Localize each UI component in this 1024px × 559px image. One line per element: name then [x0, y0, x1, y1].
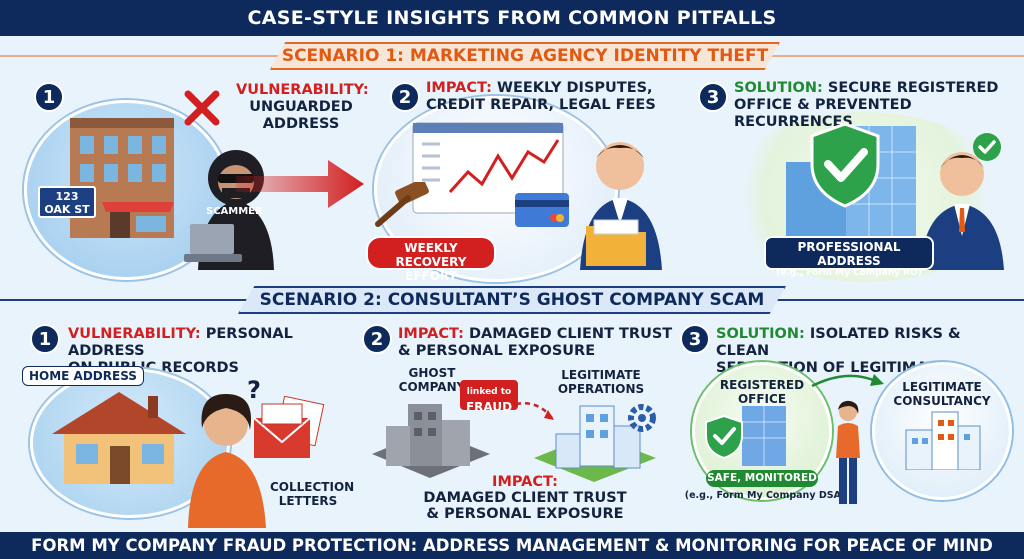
step-number: 2 [362, 324, 392, 354]
step-number: 2 [390, 82, 420, 112]
check-circle-icon [973, 133, 1001, 161]
gavel-icon [375, 182, 429, 227]
credit-card-icon [515, 193, 569, 227]
shield-check-icon [810, 122, 880, 208]
question-icon: ? [247, 376, 261, 404]
gear-icon [628, 404, 656, 432]
safe-monitored-badge: SAFE, MONITORED [706, 470, 818, 487]
envelope-icon [253, 396, 325, 458]
svg-text:?: ? [247, 376, 261, 404]
arrow-icon [515, 402, 554, 420]
arrow-icon [811, 374, 884, 388]
impact-text: IMPACT: WEEKLY DISPUTES,CREDIT REPAIR, L… [426, 80, 656, 113]
building-icon [905, 411, 981, 470]
page-title: CASE-STYLE INSIGHTS FROM COMMON PITFALLS [0, 0, 1024, 36]
step-number: 1 [30, 324, 60, 354]
arrow-icon [236, 160, 364, 208]
step-number: 3 [698, 82, 728, 112]
laptop-icon [184, 224, 242, 262]
businessman-icon [920, 152, 1004, 270]
woman-icon [188, 394, 266, 528]
building-icon [742, 406, 786, 466]
step-number: 3 [680, 324, 710, 354]
building-icon [70, 118, 174, 238]
scenario2-heading: SCENARIO 2: CONSULTANT’S GHOST COMPANY S… [238, 286, 786, 314]
home-address-label: HOME ADDRESS [22, 366, 144, 386]
dsa-note: (e.g., Form My Company DSA) [684, 490, 846, 501]
x-mark-icon [184, 90, 220, 126]
shield-check-icon [705, 414, 743, 460]
impact-text: IMPACT: DAMAGED CLIENT TRUST& PERSONAL E… [398, 326, 673, 359]
building-icon [372, 404, 490, 478]
folder-icon [586, 219, 646, 266]
footer-banner: FORM MY COMPANY FRAUD PROTECTION: ADDRES… [0, 532, 1024, 559]
impact-caption: IMPACT:DAMAGED CLIENT TRUST& PERSONAL EX… [423, 474, 627, 522]
scenario1-heading: SCENARIO 1: MARKETING AGENCY IDENTITY TH… [270, 42, 780, 70]
woman-icon [836, 400, 860, 504]
chart-icon [412, 122, 564, 214]
step-number: 1 [34, 82, 64, 112]
scammer-label: SCAMMER [206, 206, 263, 217]
house-icon [52, 392, 186, 484]
building-icon [534, 405, 656, 482]
pro-address-label: PROFESSIONAL ADDRESS (e.g., Form My Comp… [764, 236, 934, 278]
